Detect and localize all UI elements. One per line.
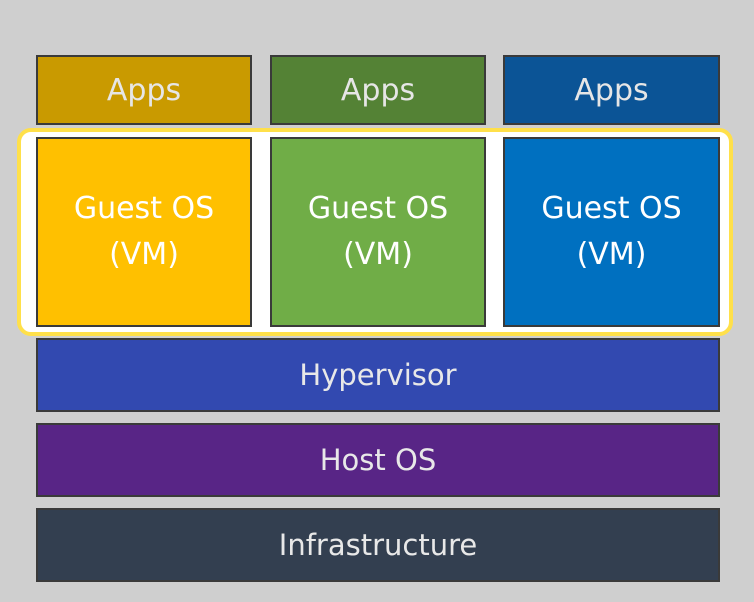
infrastructure-layer: Infrastructure: [36, 508, 720, 582]
guest-os-box-2: Guest OS (VM): [270, 137, 486, 327]
host-os-layer: Host OS: [36, 423, 720, 497]
guest-os-box-1: Guest OS (VM): [36, 137, 252, 327]
hypervisor-layer: Hypervisor: [36, 338, 720, 412]
guest-os-box-3: Guest OS (VM): [503, 137, 720, 327]
apps-box-3: Apps: [503, 55, 720, 125]
apps-box-1: Apps: [36, 55, 252, 125]
apps-box-2: Apps: [270, 55, 486, 125]
